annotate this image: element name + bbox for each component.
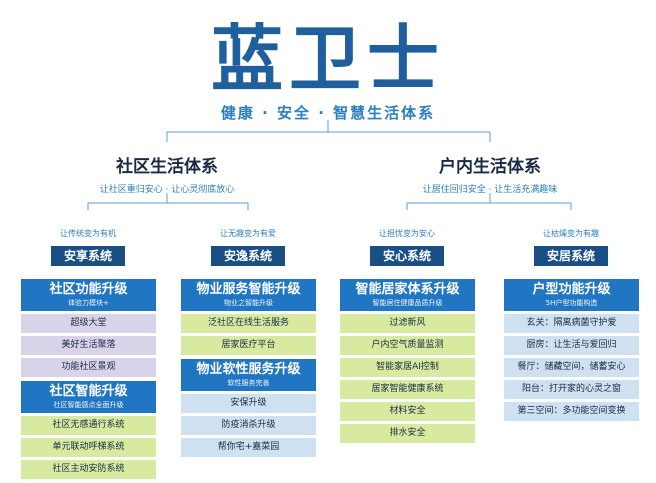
system-name-badge: 安逸系统 xyxy=(211,246,285,266)
group-subtitle: 物业之智能升级 xyxy=(224,299,273,307)
list-item: 社区主动安防系统 xyxy=(21,460,156,479)
system-tagline: 让无趣变为有爱 xyxy=(220,229,276,238)
list-item: 社区无感通行系统 xyxy=(21,416,156,435)
system-tagline: 让担忧变为安心 xyxy=(379,229,435,238)
list-item: 厨房：让生活与爱回归 xyxy=(504,336,639,355)
list-item: 功能社区景观 xyxy=(21,358,156,377)
system-column: 智能居家体系升级智能居住健康品质升级过滤新风户内空气质量监测智能家居AI控制居家… xyxy=(340,279,475,443)
list-item: 餐厅：储藏空间，储蓄安心 xyxy=(504,358,639,377)
list-item: 玄关：隔离病菌守护爱 xyxy=(504,314,639,333)
brand-slogan: 健康 · 安全 · 智慧生活体系 xyxy=(220,104,436,122)
group-header: 物业服务智能升级物业之智能升级 xyxy=(181,279,316,311)
branch-subtitle: 让社区重归安心 · 让心灵彻底放心 xyxy=(99,185,235,195)
list-item: 户内空气质量监测 xyxy=(340,336,475,355)
group-subtitle: 体验力模块+ xyxy=(68,299,109,307)
brand-logo: 蓝卫士 xyxy=(211,17,445,98)
system-tagline: 让传统变为有机 xyxy=(60,229,116,238)
group-subtitle: 智能居住健康品质升级 xyxy=(372,299,443,307)
list-item: 智能家居AI控制 xyxy=(340,358,475,377)
branch-community: 社区生活体系 让社区重归安心 · 让心灵彻底放心 xyxy=(47,152,287,195)
list-item: 阳台：打开家的心灵之窗 xyxy=(504,380,639,399)
system-name-badge: 安享系统 xyxy=(51,246,125,266)
system-column: 物业服务智能升级物业之智能升级泛社区在线生活服务居家医疗平台物业软性服务升级软性… xyxy=(181,279,316,457)
system-column: 户型功能升级 5H户型功能构造玄关：隔离病菌守护爱厨房：让生活与爱回归餐厅：储藏空… xyxy=(504,279,639,421)
list-item: 居家医疗平台 xyxy=(181,336,316,355)
group-title: 物业软性服务升级 xyxy=(196,362,301,377)
list-item: 美好生活聚落 xyxy=(21,336,156,355)
list-item: 材料安全 xyxy=(340,402,475,421)
group-title: 智能居家体系升级 xyxy=(355,282,460,297)
list-item: 帮你宅+嘉菜园 xyxy=(181,438,316,457)
group-subtitle: 社区智能感点全面升级 xyxy=(53,401,124,409)
group-header: 智能居家体系升级智能居住健康品质升级 xyxy=(340,279,475,311)
branch-subtitle: 让居住回归安全 · 让生活充满趣味 xyxy=(422,185,558,195)
brand-wordmark: 蓝卫士 xyxy=(211,17,445,98)
branch-title: 社区生活体系 xyxy=(116,157,218,177)
group-subtitle: 5H户型功能构造 xyxy=(545,299,598,307)
group-header: 社区智能升级社区智能感点全面升级 xyxy=(21,381,156,413)
list-item: 过滤新风 xyxy=(340,314,475,333)
group-header: 户型功能升级 5H户型功能构造 xyxy=(504,279,639,311)
list-item: 排水安全 xyxy=(340,424,475,443)
group-title: 社区智能升级 xyxy=(49,384,128,399)
connector-right xyxy=(406,193,572,210)
list-item: 单元联动呼梯系统 xyxy=(21,438,156,457)
group-title: 物业服务智能升级 xyxy=(196,282,301,297)
system-tagline: 让枯燥变为有趣 xyxy=(543,229,599,238)
group-header: 社区功能升级体验力模块+ xyxy=(21,279,156,311)
branch-indoor: 户内生活体系 让居住回归安全 · 让生活充满趣味 xyxy=(370,152,610,195)
group-title: 户型功能升级 xyxy=(532,282,611,297)
branch-title: 户内生活体系 xyxy=(439,157,541,177)
system-name-badge: 安心系统 xyxy=(370,246,444,266)
system-name-badge: 安居系统 xyxy=(534,246,608,266)
list-item: 安保升级 xyxy=(181,394,316,413)
connector-top xyxy=(166,120,491,142)
list-item: 第三空间：多功能空间变换 xyxy=(504,402,639,421)
list-item: 超级大堂 xyxy=(21,314,156,333)
list-item: 居家智能健康系统 xyxy=(340,380,475,399)
list-item: 防疫消杀升级 xyxy=(181,416,316,435)
connector-left xyxy=(87,193,249,210)
group-subtitle: 软性服务完善 xyxy=(227,379,270,387)
system-column: 社区功能升级体验力模块+ 超级大堂美好生活聚落功能社区景观社区智能升级社区智能感点… xyxy=(21,279,156,479)
list-item: 泛社区在线生活服务 xyxy=(181,314,316,333)
group-header: 物业软性服务升级软性服务完善 xyxy=(181,359,316,391)
group-title: 社区功能升级 xyxy=(49,282,128,297)
